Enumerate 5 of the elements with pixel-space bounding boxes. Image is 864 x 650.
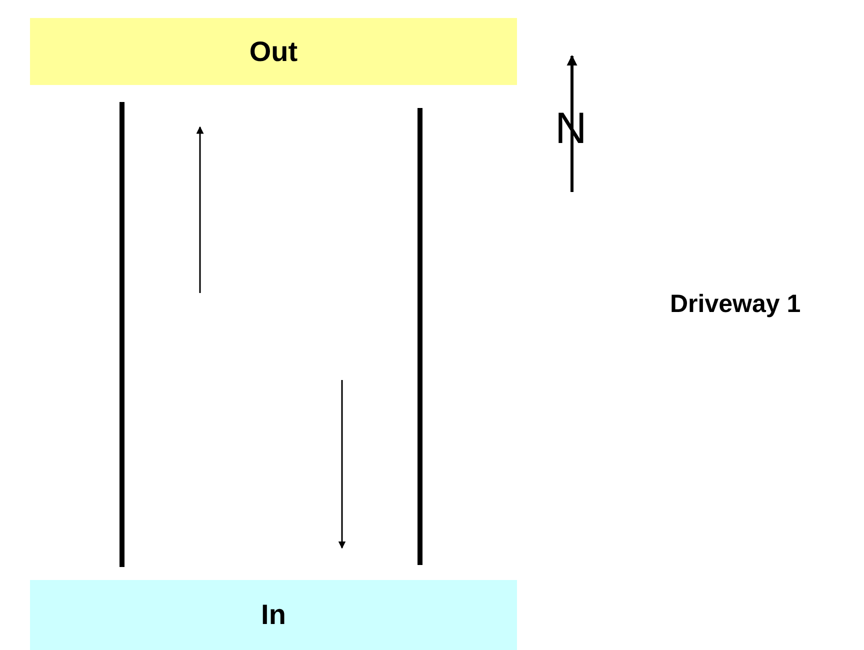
zone-label: Out xyxy=(249,36,298,68)
area-label: Driveway 1 xyxy=(670,290,801,319)
zone-band xyxy=(30,18,517,85)
zone-label: In xyxy=(261,599,286,631)
zone-band xyxy=(30,580,517,650)
